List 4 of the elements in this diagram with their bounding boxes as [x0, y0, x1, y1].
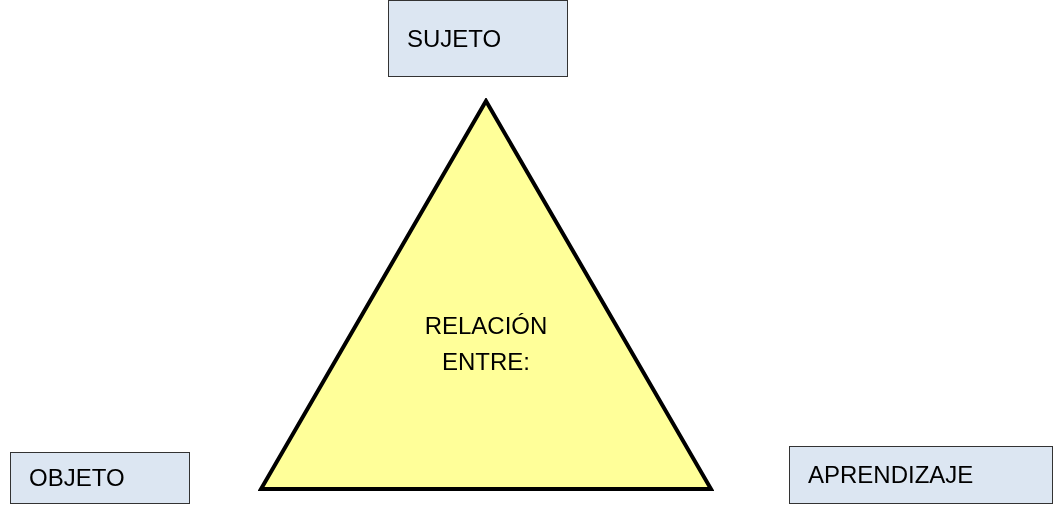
center-label: RELACIÓN ENTRE: [423, 311, 549, 377]
concept-box: SUJETO [388, 0, 568, 77]
concept-box: APRENDIZAJE [789, 446, 1053, 504]
concept-box: OBJETO [10, 452, 190, 504]
